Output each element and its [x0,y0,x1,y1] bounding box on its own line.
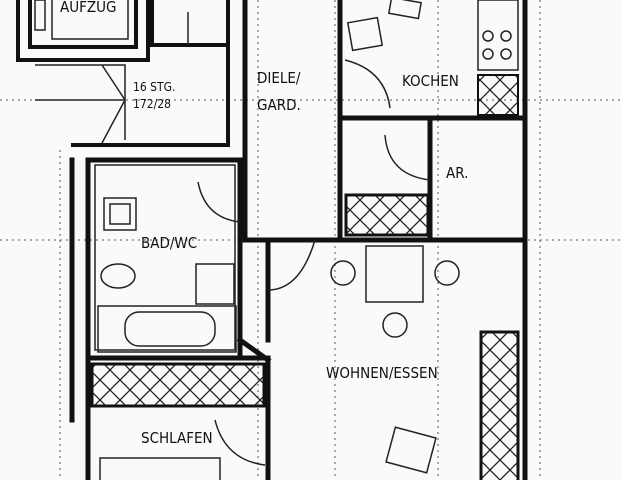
label-stairs-count: 16 STG. [133,80,175,94]
label-wardrobe: GARD. [257,96,301,114]
label-bedroom: SCHLAFEN [141,429,213,447]
label-stairs-dimensions: 172/28 [133,97,171,111]
label-hall: DIELE/ [257,69,301,87]
label-elevator: AUFZUG [60,0,116,16]
staircase [35,0,230,147]
kitchen-fixtures [344,0,519,116]
storage-fixtures [344,134,431,237]
bathroom-fixtures [97,181,241,353]
walls [69,0,528,480]
bedroom-fixtures [90,362,266,480]
label-living: WOHNEN/ESSEN [326,364,438,382]
label-bathroom: BAD/WC [141,234,197,252]
label-kitchen: KOCHEN [402,72,459,90]
label-storage: AR. [446,164,468,182]
elevator [16,0,150,62]
living-fixtures [267,239,520,480]
